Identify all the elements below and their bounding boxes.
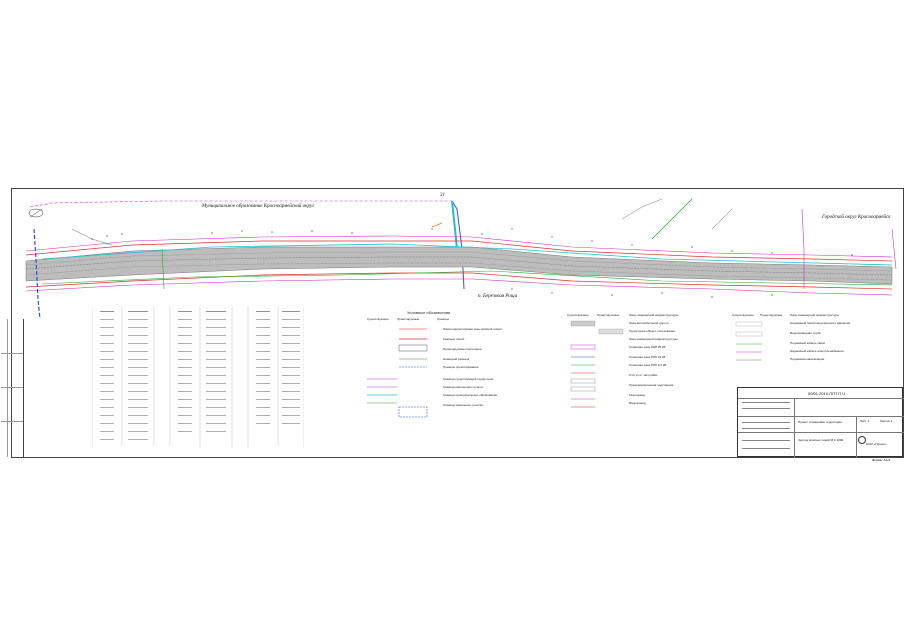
label-number: 31 <box>440 193 445 198</box>
legend3-item-1: Водопроводная труба <box>790 331 821 335</box>
coordinates-table <box>91 307 305 457</box>
legend-item-4: Границы проектирования <box>443 365 479 369</box>
legend-item-0: Линия корректировки зоны красной линии <box>443 327 502 331</box>
road-plan-map <box>25 198 897 319</box>
stamp-format: Формат А1x3 <box>872 458 891 462</box>
label-municipal: Муниципальное образование Красноармейски… <box>202 204 315 209</box>
legend3-header-0: Существующие <box>732 313 754 317</box>
legend2-item-0: Зона автомобильной дороги <box>629 321 669 325</box>
legend-main: Условные обозначения Существующие Проект… <box>367 311 557 421</box>
legend3-item-4: Подземная канализация <box>790 357 825 361</box>
legend-item-1: Красные линии <box>443 337 465 341</box>
legend2-header-1: Проектируемые <box>597 313 620 317</box>
legend-item-6: Граница населенного пункта <box>443 385 483 389</box>
legend-networks: Существующие Проектируемые Зоны инженерн… <box>732 313 897 373</box>
legend-header-1: Проектируемые <box>397 317 420 321</box>
stamp-subtitle: Чертеж красных линий М 1:1000 <box>798 438 844 442</box>
legend2-item-2: Зона инженерной инфраструктуры <box>629 337 678 341</box>
left-margin-strip <box>1 319 24 457</box>
legend-item-8: Граница земельного участка <box>443 403 483 407</box>
legend2-item-1: Территория общего пользования <box>629 329 675 333</box>
stamp-sheet: Лист 1 <box>860 419 870 423</box>
legend-item-7: Граница муниципального образования <box>443 393 498 397</box>
org-logo-icon <box>858 436 866 444</box>
stamp-code: 00/01.2019-ППТ.П.Ч <box>808 391 845 396</box>
legend2-item-8: Газопровод <box>629 393 645 397</box>
legend-utilities: Существующие Проектируемые Зоны инженерн… <box>567 313 717 423</box>
legend2-item-5: Охранная зона ЛЭП 0,4 кВ <box>629 363 667 367</box>
legend2-item-7: Трансформаторная подстанция <box>629 383 674 387</box>
legend2-item-6: Отступ от застройки <box>629 373 658 377</box>
legend-header-0: Существующие <box>367 317 389 321</box>
legend2-header-2: Зоны инженерной инфраструктуры <box>629 313 679 317</box>
stamp-org: ООО «Проект» <box>866 442 888 446</box>
stamp-title: Проект планировки территории <box>798 420 842 424</box>
stamp-sheets: Листов 1 <box>880 419 893 423</box>
label-city: Городской округ Красноармейск <box>822 215 891 220</box>
legend3-item-0: Надземный газопровод высокого давления <box>790 321 851 325</box>
legend2-header-0: Существующие <box>567 313 589 317</box>
legend2-item-4: Охранная зона ЛЭП 10 кВ <box>629 355 666 359</box>
north-arrow-icon <box>28 208 44 218</box>
legend-item-3: Номерной разъезд <box>443 357 470 361</box>
legend-title: Условные обозначения <box>407 310 451 315</box>
legend3-item-3: Надземный кабель электроснабжения <box>790 349 844 353</box>
legend3-header-1: Проектируемые <box>760 313 783 317</box>
legend-header-2: Границы <box>437 317 449 321</box>
legend2-item-3: Охранная зона ЛЭП 35 кВ <box>629 345 666 349</box>
title-block: 00/01.2019-ППТ.П.Ч Проект планировки тер… <box>737 387 904 458</box>
label-settlement: п. Березовая Роща <box>478 294 518 299</box>
legend-item-2: Проектируемое расстояние <box>443 347 482 351</box>
legend2-item-9: Водопровод <box>629 401 646 405</box>
legend3-item-2: Подземный кабель связи <box>790 341 826 345</box>
legend-item-5: Граница существующей территории <box>443 377 494 381</box>
drawing-sheet: Муниципальное образование Красноармейски… <box>1 188 904 462</box>
legend3-header-2: Зоны инженерной инфраструктуры <box>790 313 840 317</box>
